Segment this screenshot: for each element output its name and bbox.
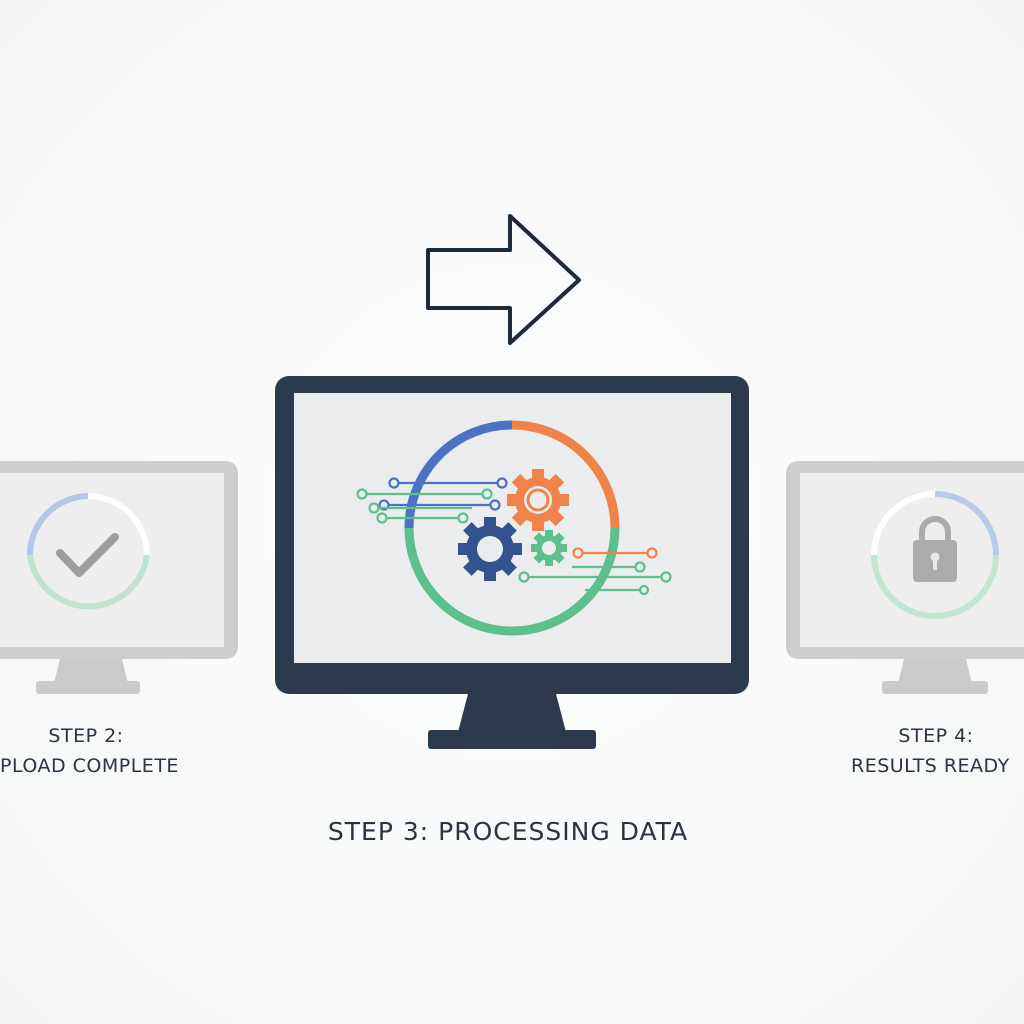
step-2-title: STEP 2: [48,725,124,747]
gears-icon [356,420,672,636]
arrow-right-icon [426,214,581,345]
monitor-step-3 [275,376,749,749]
step-4-caption: STEP 4: [880,721,992,751]
checkmark-icon [27,493,150,610]
step-2-subtitle: PLOAD COMPLETE [0,755,179,777]
blue-gear-icon [458,517,522,581]
step-4-title: STEP 4: [898,725,974,747]
step-3-title: STEP 3: PROCESSING DATA [327,817,689,846]
step-3-caption: STEP 3: PROCESSING DATA [0,817,1016,846]
step-4-subtitle: RESULTS READY [851,755,1010,777]
monitor-step-2 [0,461,238,694]
orange-gear-icon [507,469,569,531]
padlock-icon [871,491,999,619]
step-2-caption: STEP 2: [30,721,142,751]
green-gear-icon [531,530,567,566]
monitor-step-4 [786,461,1024,694]
